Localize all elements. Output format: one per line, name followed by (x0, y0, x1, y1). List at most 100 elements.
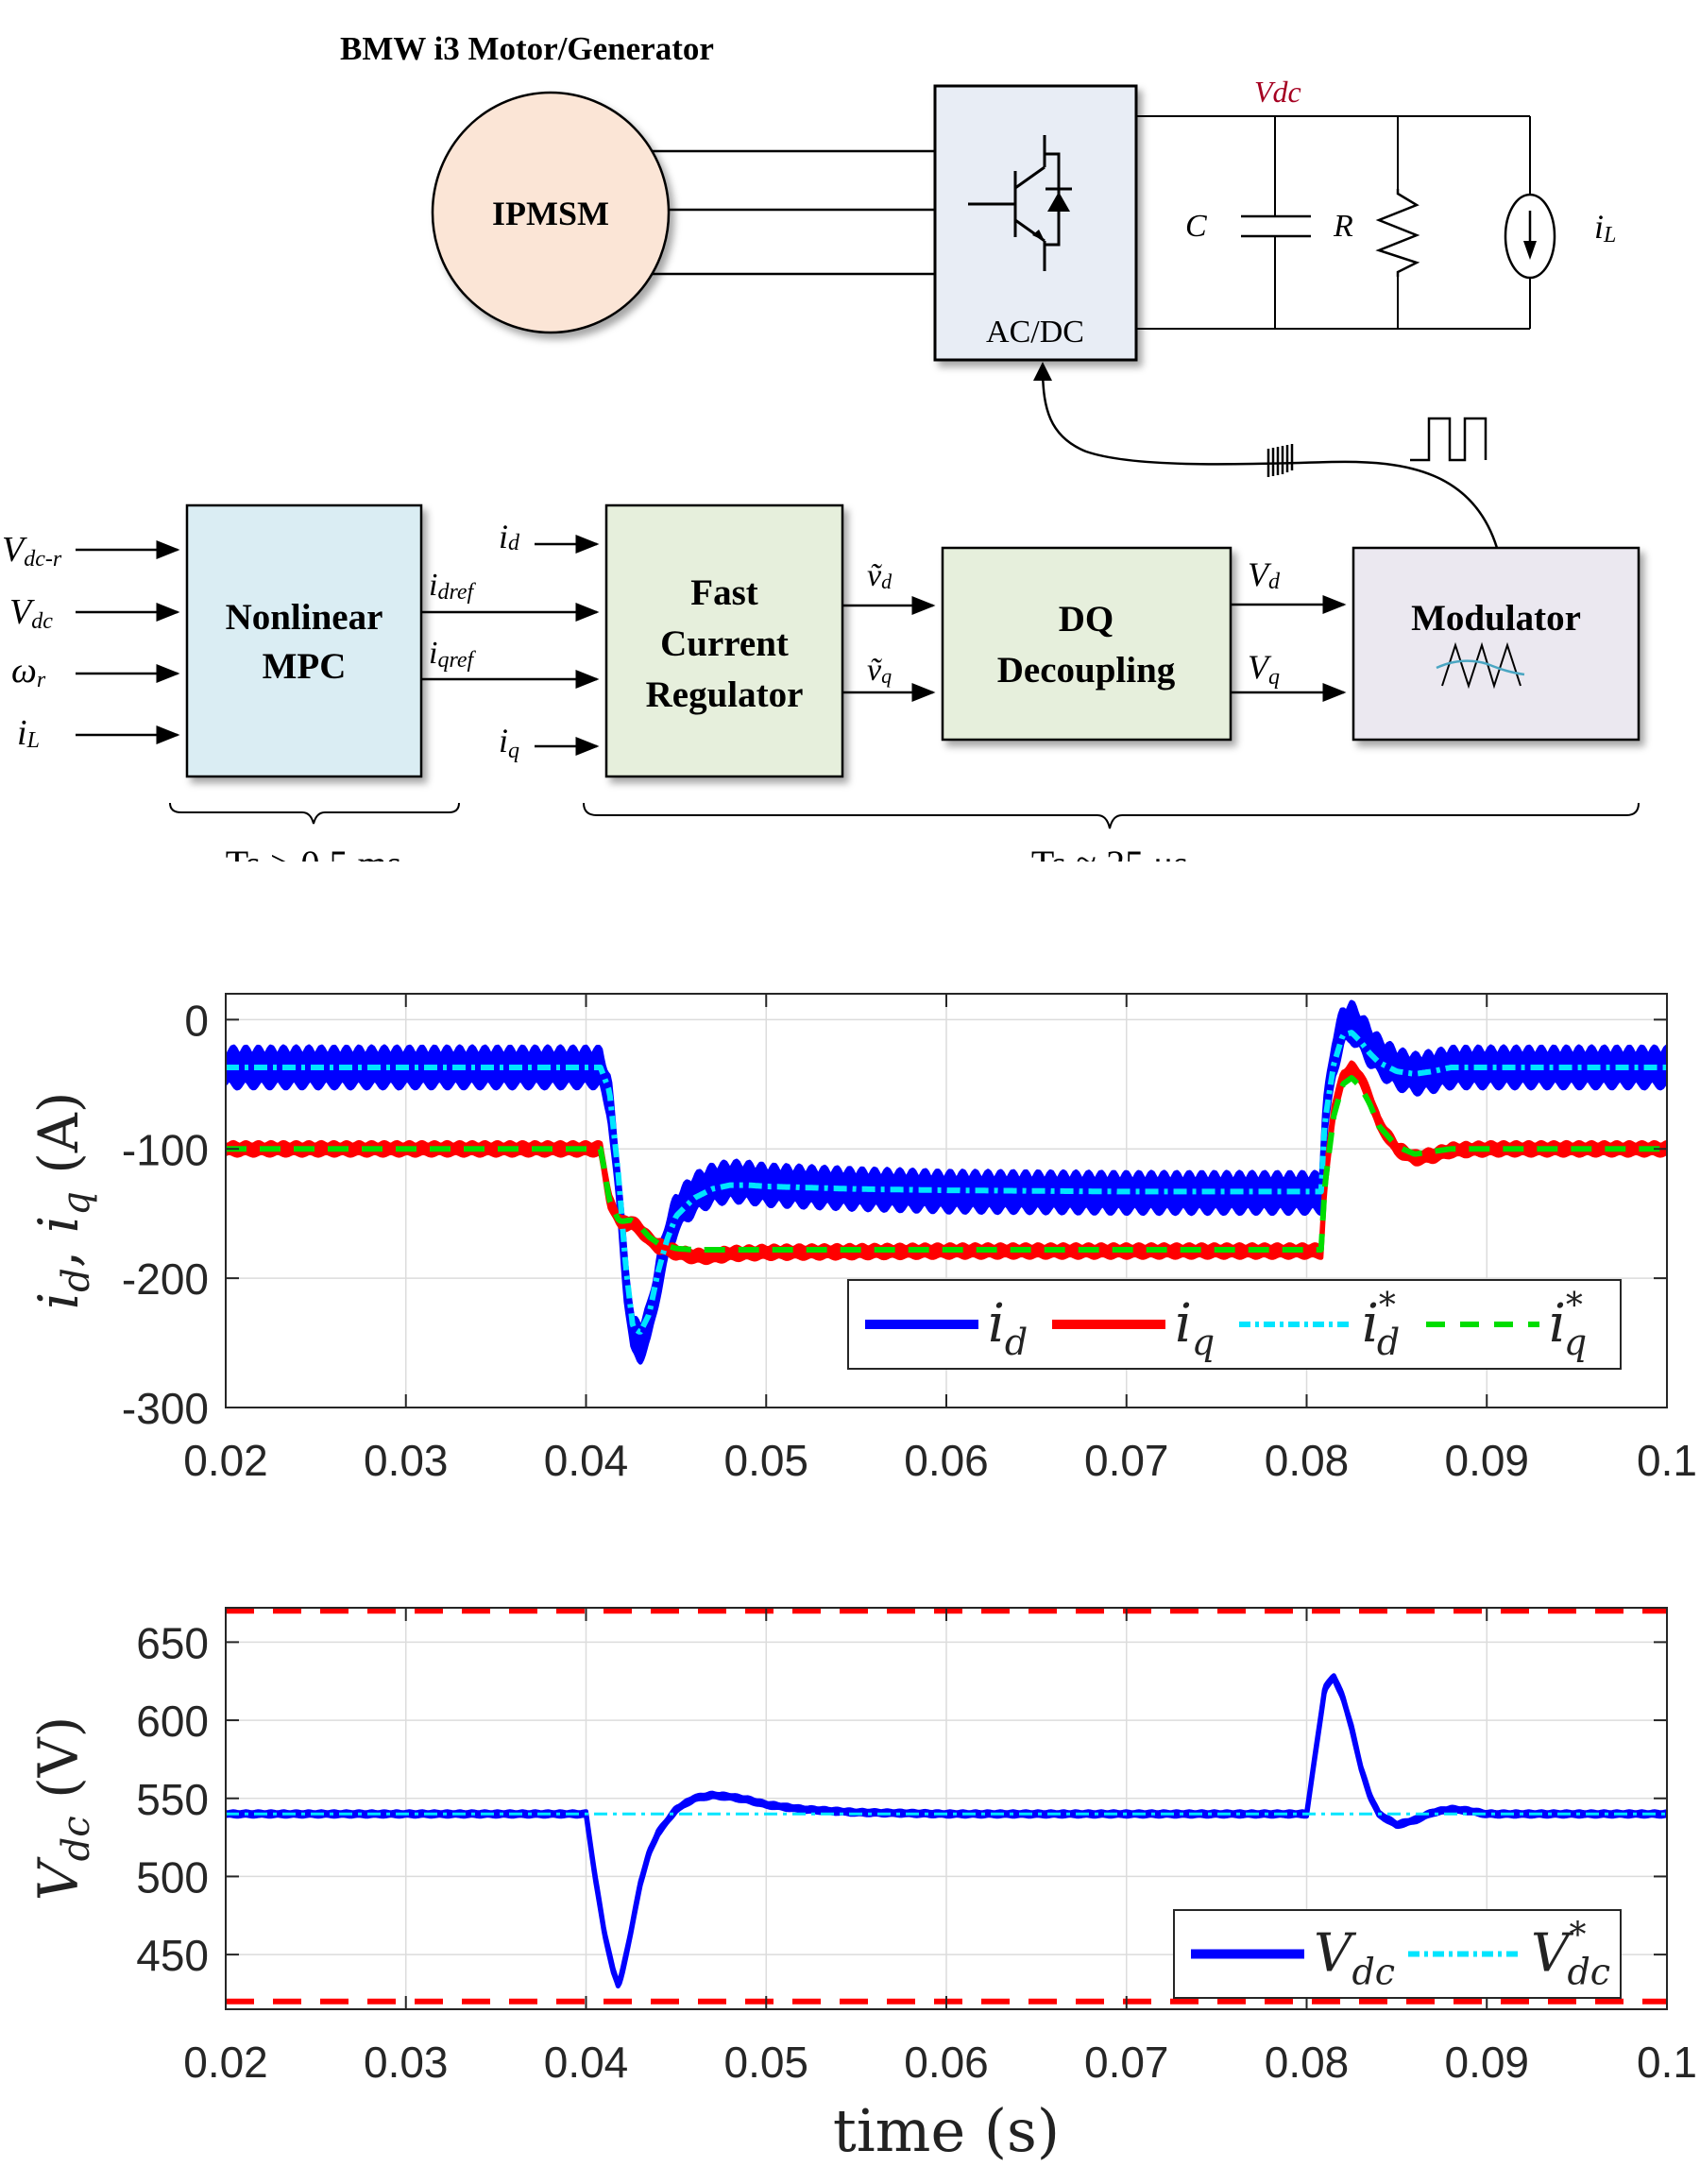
y-tick-label: 600 (136, 1697, 209, 1746)
capacitor-label: C (1185, 209, 1207, 244)
x-tick-label: 0.07 (1084, 2038, 1169, 2087)
capacitor-icon (1241, 214, 1311, 238)
modulator-block-label: Modulator (1411, 598, 1581, 639)
gate-signal-path (1041, 372, 1499, 549)
series-line-i-d- (226, 1030, 1667, 1335)
series-group (226, 1673, 1667, 1988)
y-tick-label: 450 (136, 1931, 209, 1980)
motor-label: IPMSM (492, 195, 609, 232)
y-tick-label: -100 (122, 1125, 209, 1174)
dq-output-label-vq: Vq (1248, 648, 1280, 690)
resistor-icon (1375, 189, 1420, 277)
dq-output-arrows (1231, 595, 1347, 702)
x-tick-label: 0.06 (904, 2038, 989, 2087)
mpc-input-label: ωr (11, 651, 46, 692)
fcr-input-label-id: id (499, 518, 520, 555)
igbt-emitter-arrow-icon (1032, 230, 1045, 241)
x-tick-label: 0.02 (183, 2038, 268, 2087)
three-phase-lines (652, 149, 935, 276)
diode-icon (1047, 192, 1070, 212)
multi-line-bus-icon (1266, 444, 1294, 477)
dq-decoupling-block (941, 546, 1232, 742)
x-tick-label: 0.06 (904, 1436, 989, 1485)
x-tick-label: 0.05 (723, 2038, 808, 2087)
pwm-pulse-icon (1410, 417, 1488, 462)
mpc-output-label-idref: idref (429, 568, 477, 605)
series-group (226, 999, 1667, 1365)
brace-right (583, 802, 1640, 829)
y-axis-label-part: (A) (26, 1092, 91, 1192)
y-tick-label: 650 (136, 1618, 209, 1667)
dq-block-label-line1: DQ (1059, 599, 1114, 640)
series-band-V-dc (226, 1673, 1667, 1988)
y-axis-label: id, iq (A) (26, 1092, 98, 1310)
x-tick-label: 0.1 (1637, 1436, 1697, 1485)
legend-label: i*d (1362, 1287, 1400, 1363)
x-tick-label: 0.04 (544, 1436, 629, 1485)
fcr-output-label-vq: ṽq (867, 653, 892, 688)
x-tick-label: 0.02 (183, 1436, 268, 1485)
fcr-block-label-line1: Fast (690, 572, 758, 613)
mpc-input-label: iL (17, 713, 40, 753)
x-tick-label: 0.08 (1265, 1436, 1350, 1485)
mpc-input-label: Vdc (9, 592, 53, 634)
mpc-input-arrows (76, 540, 180, 744)
current-direction-arrow-icon (1523, 241, 1537, 260)
carrier-wave-icon (1441, 641, 1522, 690)
mpc-input-labels: Vdc-r Vdc ωr iL (2, 530, 62, 753)
brace-left-label: Ts > 0.5 ms (226, 843, 401, 864)
y-axis-label: Vdc (V) (26, 1716, 98, 1901)
diagram-title: BMW i3 Motor/Generator (340, 30, 714, 67)
block-diagram: BMW i3 Motor/Generator IPMSM AC/DC Vdc (2, 30, 1640, 864)
reference-sine-icon (1436, 659, 1525, 676)
legend-label: id (988, 1293, 1028, 1363)
nonlinear-mpc-block (185, 503, 423, 778)
y-axis-label-part: i (26, 1216, 91, 1234)
converter-label: AC/DC (986, 315, 1084, 350)
acdc-converter-block (933, 84, 1138, 362)
legend-label: V*dc (1531, 1917, 1610, 1993)
fcr-output-arrows (842, 596, 936, 702)
x-axis-label: time (s) (833, 2096, 1060, 2165)
dc-bus-wires (1136, 115, 1531, 330)
mpc-output-label-iqref: iqref (429, 636, 477, 673)
y-tick-label: 500 (136, 1852, 209, 1902)
x-tick-label: 0.03 (364, 2038, 449, 2087)
igbt-icon (968, 135, 1061, 271)
legend-label: Vdc (1314, 1923, 1395, 1993)
x-tick-label: 0.08 (1265, 2038, 1350, 2087)
fcr-input-label-iq: iq (499, 722, 519, 763)
mpc-output-arrows (421, 603, 600, 689)
y-axis-label-part: i (26, 1292, 91, 1310)
mpc-input-label: Vdc-r (2, 530, 62, 572)
dq-block-label-line2: Decoupling (997, 650, 1176, 691)
y-axis-label-part: (V) (26, 1716, 91, 1817)
y-tick-label: -200 (122, 1254, 209, 1304)
fcr-output-label-vd: ṽd (867, 558, 892, 593)
gate-signal-arrow-icon (1033, 362, 1052, 381)
x-tick-label: 0.09 (1444, 1436, 1529, 1485)
y-axis-label-part: dc (55, 1816, 98, 1861)
y-tick-label: 550 (136, 1775, 209, 1824)
dq-output-label-vd: Vd (1248, 555, 1281, 594)
legend-label: i*q (1549, 1287, 1587, 1363)
y-axis-label-part: , (26, 1233, 91, 1268)
load-current-label: iL (1594, 208, 1616, 247)
y-axis-label-part: q (55, 1191, 98, 1216)
x-tick-label: 0.04 (544, 2038, 629, 2087)
motor-circle (431, 91, 671, 334)
fcr-feedback-arrows (535, 535, 600, 756)
modulator-block (1352, 546, 1640, 742)
brace-left (169, 802, 460, 825)
fcr-block-label-line2: Current (660, 623, 789, 664)
dc-bus-voltage-label: Vdc (1254, 75, 1301, 109)
y-axis-label-part: V (26, 1856, 91, 1901)
mpc-block-label-line2: MPC (263, 646, 347, 687)
mpc-block-label-line1: Nonlinear (226, 597, 383, 638)
series-band-i-d (226, 999, 1667, 1365)
x-tick-label: 0.07 (1084, 1436, 1169, 1485)
x-tick-label: 0.05 (723, 1436, 808, 1485)
legend-label: iq (1175, 1293, 1215, 1363)
